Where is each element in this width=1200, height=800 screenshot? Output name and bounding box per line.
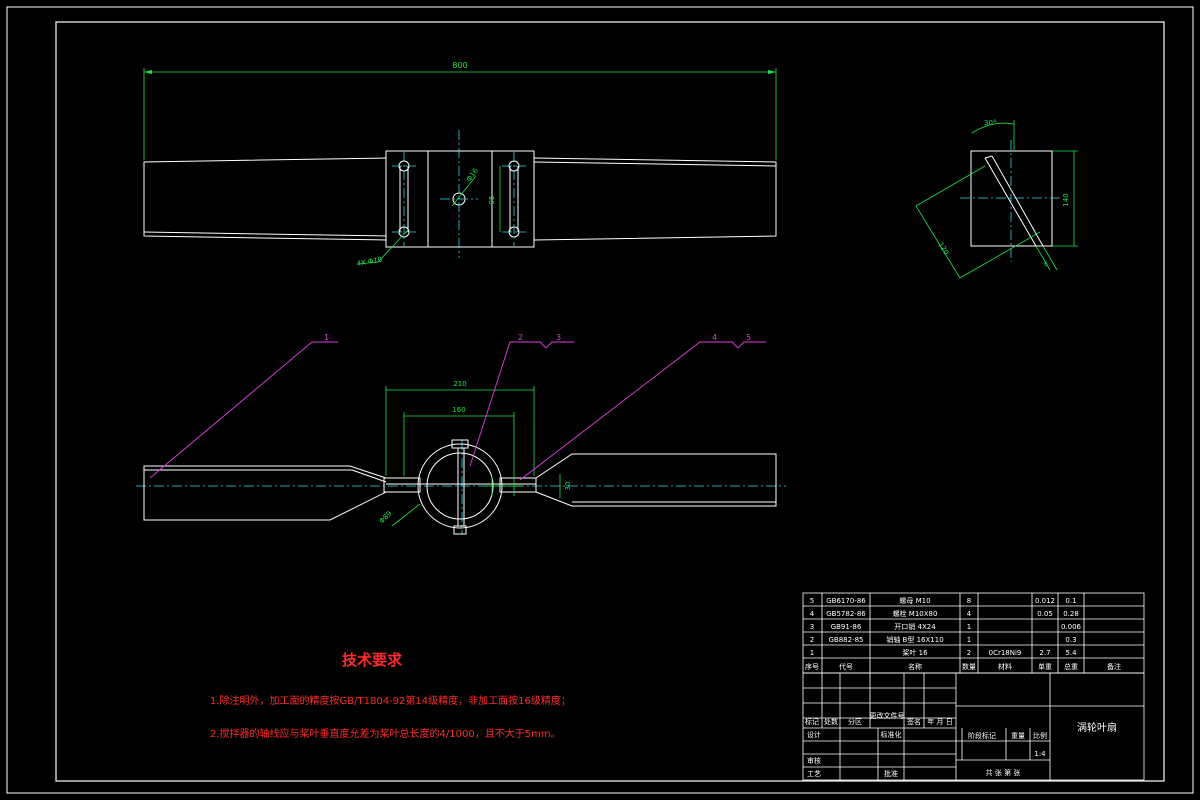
dim-140: 140 [1062,193,1070,206]
dim-30: 30 [564,482,572,491]
parts-list [802,592,1145,674]
svg-text:标准化: 标准化 [881,730,902,739]
svg-text:GB5782-86: GB5782-86 [826,610,866,618]
dim-800: 800 [452,61,467,70]
dim-160: 160 [452,406,465,414]
svg-text:0.1: 0.1 [1065,597,1076,605]
svg-text:0.28: 0.28 [1063,610,1079,618]
svg-text:1: 1 [967,623,971,631]
svg-text:0.3: 0.3 [1065,636,1076,644]
svg-text:4: 4 [967,610,972,618]
svg-text:处数: 处数 [824,717,838,726]
svg-text:备注: 备注 [1107,662,1121,671]
svg-text:0.012: 0.012 [1035,597,1055,605]
svg-text:开口销 4X24: 开口销 4X24 [894,622,936,631]
svg-text:签名: 签名 [907,717,921,726]
svg-text:螺母 M10: 螺母 M10 [899,596,930,605]
svg-text:2: 2 [810,636,814,644]
dim-4xphi10: 4X Φ10 [356,256,383,268]
svg-text:批准: 批准 [884,769,898,778]
svg-text:4: 4 [810,610,815,618]
svg-text:0.05: 0.05 [1037,610,1053,618]
svg-text:1:4: 1:4 [1034,750,1046,758]
svg-text:5.4: 5.4 [1065,649,1077,657]
svg-text:更改文件号: 更改文件号 [870,711,905,720]
svg-text:单重: 单重 [1038,662,1052,671]
svg-text:螺栓 M10X80: 螺栓 M10X80 [893,609,938,618]
svg-text:设计: 设计 [807,730,821,739]
svg-text:总重: 总重 [1064,662,1078,671]
svg-text:桨叶 16: 桨叶 16 [902,648,928,657]
svg-text:3: 3 [810,623,814,631]
svg-text:销轴 B型 16X110: 销轴 B型 16X110 [886,635,943,644]
svg-text:工艺: 工艺 [807,770,821,778]
svg-text:0.006: 0.006 [1061,623,1082,631]
tech-title: 技术要求 [342,651,403,669]
dim-phi89: Φ89 [378,510,394,526]
svg-text:重量: 重量 [1011,732,1025,740]
dim-6: 6 [1044,261,1048,268]
svg-text:2: 2 [967,649,971,657]
dim-phi16: Φ16 [465,166,480,183]
svg-text:1: 1 [967,636,971,644]
svg-text:序号: 序号 [805,662,819,671]
svg-text:阶段标记: 阶段标记 [968,731,996,740]
drawing-name: 涡轮叶扇 [1077,721,1117,734]
parts-list-text: 5 GB6170-86 螺母 M10 8 0.012 0.1 4 GB5782-… [805,596,1121,671]
tech-item-2: 2.搅拌器的轴线应与桨叶垂直度允差为桨叶总长度的4/1000，且不大于5mm。 [210,727,561,740]
tech-requirements: 技术要求 1.除注明外，加工面的精度按GB/T1804-92第14级精度，非加工… [210,651,571,740]
dim-95: 95 [488,196,496,205]
balloon-5: 5 [746,333,751,342]
svg-text:数量: 数量 [962,662,976,671]
svg-text:分区: 分区 [848,717,862,726]
dim-30deg: 30° [984,119,996,127]
svg-text:2.7: 2.7 [1039,649,1050,657]
svg-text:1: 1 [810,649,814,657]
top-view: 800 95 Φ16 4X Φ10 [143,61,777,268]
svg-text:共 张 第 张: 共 张 第 张 [986,768,1021,777]
outer-frame [6,6,1194,794]
svg-text:审核: 审核 [807,756,821,765]
inner-frame [55,21,1165,782]
balloon-2: 2 [518,333,523,342]
svg-text:0Cr18Ni9: 0Cr18Ni9 [989,649,1022,657]
balloon-3: 3 [556,333,561,342]
svg-text:标记: 标记 [805,717,819,726]
tech-item-1: 1.除注明外，加工面的精度按GB/T1804-92第14级精度，非加工面按16级… [210,694,571,707]
balloon-1: 1 [324,333,329,342]
svg-text:比例: 比例 [1033,731,1047,740]
dim-210: 210 [453,380,466,388]
svg-text:代号: 代号 [839,662,853,671]
balloon-4: 4 [712,333,717,342]
svg-text:8: 8 [967,597,971,605]
svg-text:名称: 名称 [908,662,922,671]
svg-text:GB6170-86: GB6170-86 [826,597,866,605]
side-view: 30° 140 120 6 [915,119,1078,279]
svg-text:年 月 日: 年 月 日 [927,717,952,726]
svg-text:GB91-86: GB91-86 [831,623,862,631]
svg-text:5: 5 [810,597,814,605]
title-block [802,672,1145,781]
dim-120: 120 [936,241,950,257]
title-block-text: 标记 处数 分区 更改文件号 签名 年 月 日 设计 标准化 审核 工艺 批准 … [805,711,1117,778]
svg-text:材料: 材料 [998,662,1012,671]
front-view: 210 160 30 Φ89 1 2 3 4 5 [136,333,786,535]
svg-text:GB882-85: GB882-85 [828,636,863,644]
